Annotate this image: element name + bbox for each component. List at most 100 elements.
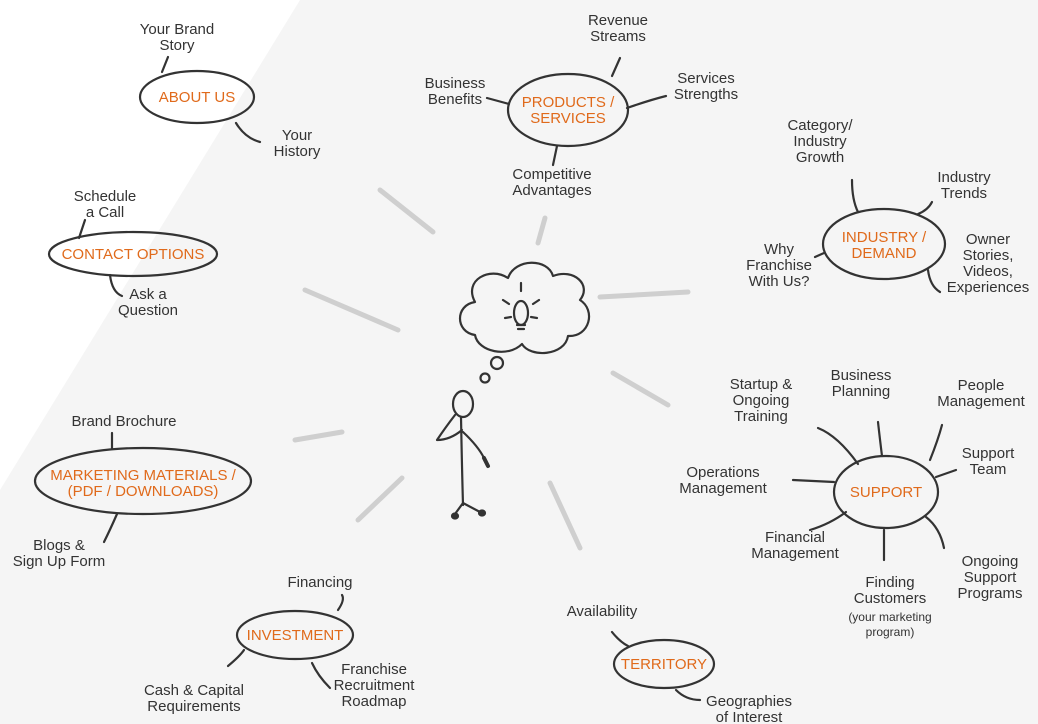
label-line: Cash & Capital bbox=[143, 682, 245, 699]
thought-bubble-dot bbox=[489, 355, 505, 371]
label-line: Franchise bbox=[746, 257, 812, 274]
support-hub: SUPPORT bbox=[840, 485, 932, 501]
label-line: Benefits bbox=[427, 91, 483, 108]
marketing-materials-label-line1: MARKETING MATERIALS / bbox=[50, 467, 236, 484]
thinking-person-icon bbox=[435, 389, 490, 520]
label-line: Your Brand bbox=[139, 21, 215, 38]
ray bbox=[535, 215, 548, 246]
connector bbox=[813, 251, 826, 259]
territory-label: TERRITORY bbox=[620, 656, 708, 673]
category-industry-growth-label: Category/ Industry Growth bbox=[770, 118, 870, 166]
label-line: Training bbox=[734, 408, 788, 425]
about-us-hub-label: ABOUT US bbox=[158, 89, 236, 106]
ask-a-question-label: Ask a Question bbox=[100, 287, 196, 319]
connector bbox=[850, 178, 860, 214]
label-line: Sign Up Form bbox=[12, 553, 106, 570]
connector bbox=[916, 200, 934, 216]
your-history-label: Your History bbox=[252, 128, 342, 160]
connector bbox=[226, 648, 246, 668]
industry-demand-bubble bbox=[821, 207, 947, 281]
label-line: Management bbox=[937, 393, 1025, 410]
business-benefits-label: Business Benefits bbox=[410, 76, 500, 108]
label-line: Stories, bbox=[962, 247, 1014, 264]
label-line: Customers bbox=[853, 590, 927, 607]
connector bbox=[77, 218, 87, 240]
owner-stories-label: Owner Stories, Videos, Experiences bbox=[940, 232, 1036, 296]
operations-management-label: Operations Management bbox=[668, 465, 778, 497]
support-bubble bbox=[832, 454, 940, 530]
label-line: Videos, bbox=[963, 263, 1013, 280]
label-line: Services bbox=[677, 70, 735, 87]
thought-cloud bbox=[459, 261, 590, 355]
brand-brochure-label: Brand Brochure bbox=[54, 414, 194, 430]
label-line: Owner bbox=[965, 231, 1011, 248]
connector bbox=[485, 96, 511, 106]
label-line: Schedule bbox=[73, 188, 137, 205]
label-line: Industry bbox=[793, 133, 847, 150]
label-line: Revenue bbox=[587, 12, 649, 29]
industry-demand-label-line1: INDUSTRY / bbox=[841, 229, 927, 246]
contact-options-hub: CONTACT OPTIONS bbox=[52, 247, 214, 263]
label-line: of Interest bbox=[715, 709, 783, 724]
ray bbox=[597, 289, 691, 300]
finding-customers-label: Finding Customers bbox=[840, 575, 940, 607]
label-line: Startup & bbox=[729, 376, 793, 393]
marketing-materials-label-line2: (PDF / DOWNLOADS) bbox=[67, 483, 219, 500]
connector bbox=[625, 94, 668, 110]
marketing-program-label: (your marketing program) bbox=[838, 610, 942, 640]
territory-hub: TERRITORY bbox=[614, 657, 714, 673]
connector bbox=[876, 420, 884, 458]
label-line: Requirements bbox=[147, 698, 241, 715]
label-line: Management bbox=[679, 480, 767, 497]
cash-capital-label: Cash & Capital Requirements bbox=[128, 683, 260, 715]
connector bbox=[102, 512, 119, 544]
label-line: Financing bbox=[287, 574, 353, 591]
label-line: Your bbox=[281, 127, 313, 144]
label-line: History bbox=[273, 143, 321, 160]
products-services-label-line2: SERVICES bbox=[530, 110, 606, 127]
label-line: Advantages bbox=[512, 182, 592, 199]
label-line: Support bbox=[963, 569, 1017, 586]
label-line: Ongoing bbox=[961, 553, 1019, 570]
connector bbox=[108, 273, 124, 298]
about-us-bubble bbox=[138, 69, 256, 125]
label-line: Availability bbox=[566, 603, 638, 620]
label-line: Team bbox=[969, 461, 1007, 478]
revenue-streams-label: Revenue Streams bbox=[572, 13, 664, 45]
connector bbox=[160, 55, 170, 74]
ray bbox=[355, 475, 405, 523]
label-line: People bbox=[957, 377, 1005, 394]
industry-trends-label: Industry Trends bbox=[918, 170, 1010, 202]
label-line: Management bbox=[751, 545, 839, 562]
territory-bubble bbox=[612, 638, 716, 690]
blogs-signup-label: Blogs & Sign Up Form bbox=[4, 538, 114, 570]
investment-bubble bbox=[235, 609, 355, 661]
label-line: Brand Brochure bbox=[71, 413, 177, 430]
ray bbox=[547, 480, 583, 551]
label-line: With Us? bbox=[748, 273, 810, 290]
label-line: Business bbox=[830, 367, 892, 384]
label-line: Roadmap bbox=[341, 693, 407, 710]
business-planning-label: Business Planning bbox=[816, 368, 906, 400]
financing-label: Financing bbox=[270, 575, 370, 591]
connector bbox=[610, 630, 630, 648]
connector bbox=[808, 510, 848, 532]
label-line: Planning bbox=[831, 383, 891, 400]
label-line: Question bbox=[117, 302, 179, 319]
contact-options-label: CONTACT OPTIONS bbox=[61, 246, 205, 263]
label-line: Financial bbox=[764, 529, 826, 546]
label-line: Competitive bbox=[512, 166, 592, 183]
marketing-materials-hub: MARKETING MATERIALS / (PDF / DOWNLOADS) bbox=[40, 468, 246, 500]
thought-bubble-dot bbox=[479, 372, 491, 384]
label-line: Programs bbox=[957, 585, 1023, 602]
label-line: Why bbox=[764, 241, 794, 258]
ray bbox=[377, 187, 436, 235]
idea-rays bbox=[292, 187, 691, 551]
label-line: program) bbox=[865, 625, 915, 639]
label-line: Growth bbox=[795, 149, 845, 166]
label-line: Operations bbox=[686, 464, 760, 481]
ray bbox=[292, 429, 345, 443]
label-line: Support bbox=[961, 445, 1015, 462]
financial-management-label: Financial Management bbox=[742, 530, 848, 562]
label-line: Experiences bbox=[946, 279, 1030, 296]
